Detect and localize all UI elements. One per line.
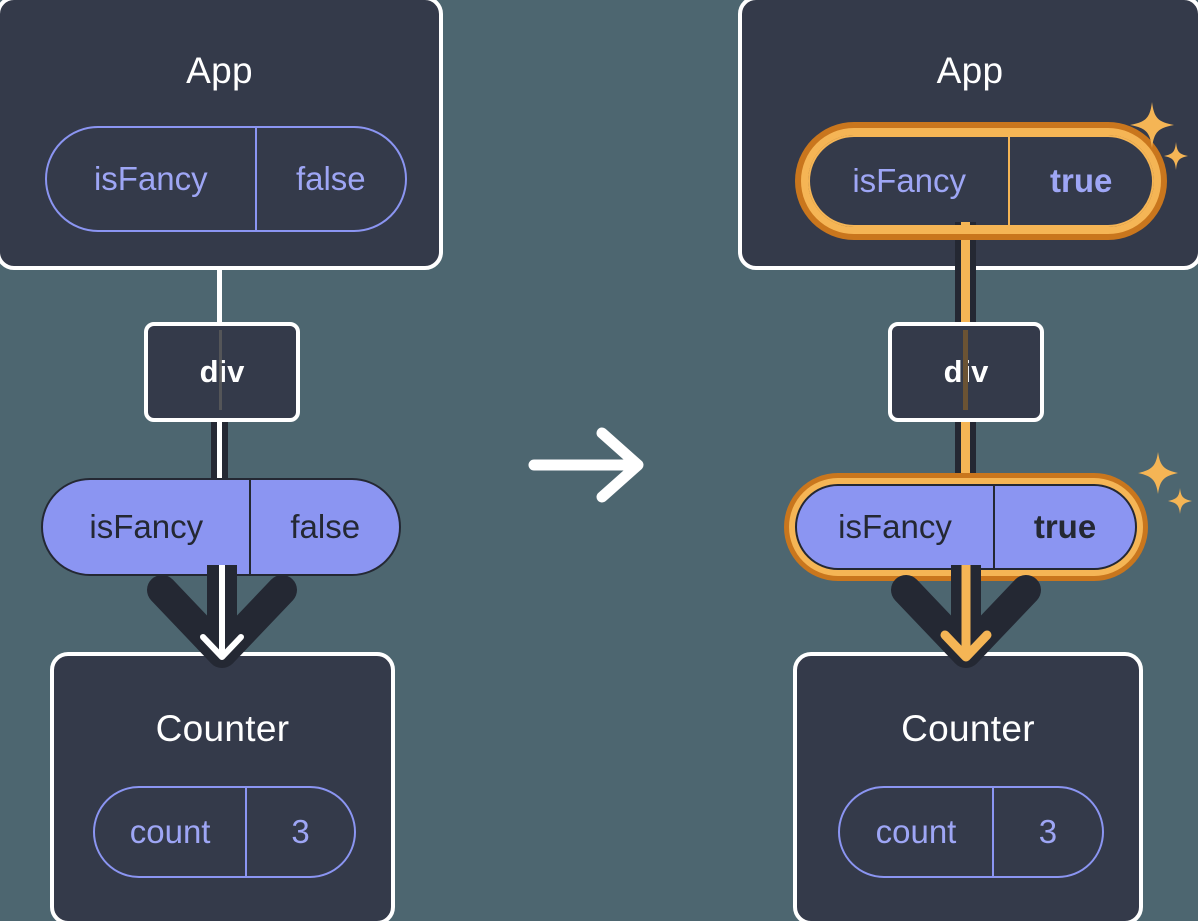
- left-app-pill-value: false: [254, 128, 405, 230]
- right-arrow-down-icon: [884, 560, 1048, 675]
- right-connector-div-to-pill-left: [955, 420, 962, 488]
- right-app-panel: App isFancy true: [738, 0, 1198, 270]
- right-counter-pill: count 3: [838, 786, 1104, 878]
- right-div-internal-line: [963, 330, 968, 410]
- right-prop-sparkles-icon: [1138, 450, 1194, 522]
- left-connector-div-to-pill-right: [222, 420, 228, 482]
- right-counter-title: Counter: [901, 708, 1035, 749]
- left-prop-pill: isFancy false: [41, 478, 401, 576]
- transition-arrow-right-icon: [528, 425, 648, 505]
- left-connector-div-to-pill-left: [211, 420, 217, 482]
- right-connector-div-to-pill-right: [969, 420, 976, 488]
- left-counter-pill-key: count: [129, 813, 211, 850]
- left-connector-app-to-div: [217, 268, 222, 326]
- left-app-panel: App isFancy false: [0, 0, 443, 270]
- right-connector-app-to-div-right: [969, 222, 976, 326]
- left-app-pill-key: isFancy: [93, 160, 208, 197]
- left-app-title: App: [186, 50, 253, 91]
- right-prop-pill: isFancy true: [795, 484, 1137, 570]
- right-app-pill-key: isFancy: [852, 162, 967, 199]
- right-app-pill: isFancy true: [808, 135, 1154, 227]
- right-app-title: App: [936, 50, 1004, 91]
- left-connector-div-to-pill-center: [217, 420, 222, 482]
- left-prop-pill-value: false: [249, 480, 399, 574]
- left-counter-title: Counter: [155, 708, 290, 749]
- right-prop-pill-key: isFancy: [838, 508, 952, 545]
- left-div-internal-line: [219, 330, 222, 410]
- right-connector-app-to-div-center: [961, 222, 970, 326]
- right-app-sparkles-icon: [1128, 100, 1192, 180]
- left-arrow-down-icon: [140, 562, 304, 675]
- right-counter-panel: Counter count 3: [793, 652, 1143, 921]
- right-prop-pill-value: true: [993, 486, 1135, 568]
- left-counter-pill: count 3: [93, 786, 356, 878]
- left-app-pill: isFancy false: [45, 126, 407, 232]
- right-app-pill-value: true: [1008, 137, 1152, 225]
- right-counter-pill-value: 3: [991, 788, 1102, 876]
- left-counter-panel: Counter count 3: [50, 652, 395, 921]
- right-counter-pill-key: count: [875, 813, 957, 850]
- left-counter-pill-value: 3: [245, 788, 354, 876]
- left-prop-pill-key: isFancy: [89, 508, 204, 545]
- right-connector-div-to-pill-center: [961, 420, 970, 488]
- left-div-node: div: [144, 322, 300, 422]
- right-connector-app-to-div-left: [955, 222, 962, 326]
